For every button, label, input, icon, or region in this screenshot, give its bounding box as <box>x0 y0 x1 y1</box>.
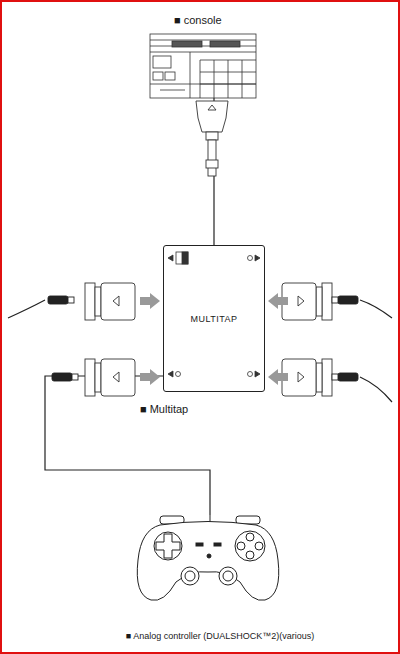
cable-line <box>45 376 210 515</box>
cable-plug <box>48 296 358 381</box>
jack-connector <box>85 283 332 396</box>
console-node: ■ console <box>150 12 256 98</box>
controller-drawing <box>137 515 279 600</box>
multitap-box: MULTITAP <box>163 245 265 392</box>
part-label: ■ Multitap <box>140 403 188 415</box>
controller-cables <box>8 300 392 402</box>
caption-text: ■ Analog controller (DUALSHOCK™2)(variou… <box>126 631 315 641</box>
caption-text: ■ console <box>174 14 222 26</box>
console-drawing <box>150 34 256 98</box>
port-marks <box>168 252 260 377</box>
multitap-plug <box>196 101 228 176</box>
device-name: MULTITAP <box>190 314 237 324</box>
controller-node: ■ Analog controller (DUALSHOCK™2)(variou… <box>110 515 330 643</box>
